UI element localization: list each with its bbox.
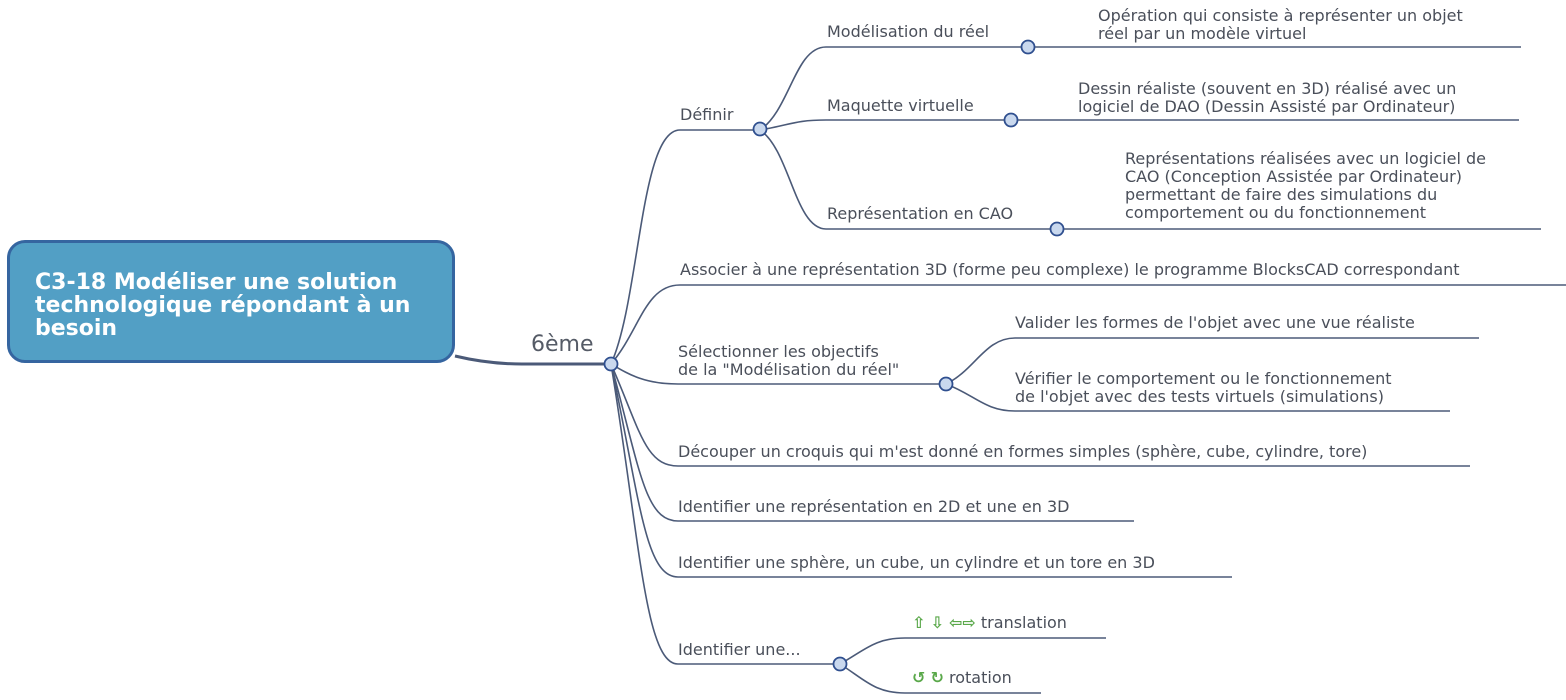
modelisation-node [1020, 39, 1036, 55]
translation-label: translation [980, 613, 1067, 632]
rotate-cw-icon: ↻ [930, 668, 944, 687]
selectionner-node [938, 376, 954, 392]
link-modelisation [759, 46, 1028, 131]
cao-description: Représentations réalisées avec un logici… [1125, 149, 1486, 222]
link-valider [945, 337, 1479, 385]
link-definir [610, 129, 760, 365]
topic-identifier-une[interactable]: Identifier une... [678, 640, 801, 659]
link-identifiersphere [610, 363, 1232, 578]
link-verifier [945, 383, 1450, 412]
topic-modelisation[interactable]: Modélisation du réel [827, 22, 990, 41]
arrow-down-icon: ⇩ [930, 613, 944, 632]
maquette-description: Dessin réaliste (souvent en 3D) réalisé … [1078, 79, 1457, 116]
cao-node [1049, 221, 1065, 237]
definir-node [752, 121, 768, 137]
hub-node [603, 356, 619, 372]
topic-maquette[interactable]: Maquette virtuelle [827, 96, 974, 115]
link-decouper [610, 363, 1470, 467]
arrow-up-icon: ⇧ [912, 613, 926, 632]
link-identifierune [610, 363, 840, 665]
rotate-ccw-icon: ↺ [912, 668, 926, 687]
rotation-label: rotation [949, 668, 1012, 687]
main-topic-label[interactable]: 6ème [531, 332, 594, 357]
topic-definir[interactable]: Définir [680, 105, 734, 124]
link-maquette [759, 119, 1011, 131]
link-identifier2d [610, 363, 1134, 522]
root-link [454, 354, 611, 366]
topic-identifier-formes[interactable]: Identifier une sphère, un cube, un cylin… [678, 553, 1155, 572]
root-title-line: C3-18 Modéliser une solution [35, 270, 398, 295]
link-rotation [839, 663, 1041, 694]
link-associer [610, 284, 1566, 365]
root-title-line: besoin [35, 316, 118, 341]
topic-verifier[interactable]: Vérifier le comportement ou le fonctionn… [1015, 369, 1392, 406]
topic-cao[interactable]: Représentation en CAO [827, 204, 1014, 223]
maquette-node [1003, 112, 1019, 128]
identifierune-node [832, 656, 848, 672]
topic-rotation[interactable]: ↺ ↻ rotation [912, 669, 1012, 687]
topic-identifier-2d-3d[interactable]: Identifier une représentation en 2D et u… [678, 497, 1070, 516]
topic-selectionner[interactable]: Sélectionner les objectifs de la "Modéli… [678, 342, 900, 379]
topic-translation[interactable]: ⇧ ⇩ ⇦⇨ translation [912, 614, 1067, 632]
root-topic[interactable]: C3-18 Modéliser une solution technologiq… [7, 240, 455, 363]
arrow-right-icon: ⇨ [962, 613, 976, 632]
link-translation [839, 637, 1106, 665]
modelisation-description: Opération qui consiste à représenter un … [1098, 6, 1463, 43]
arrow-left-icon: ⇦ [949, 613, 963, 632]
topic-decouper[interactable]: Découper un croquis qui m'est donné en f… [678, 442, 1368, 461]
topic-associer[interactable]: Associer à une représentation 3D (forme … [680, 260, 1460, 279]
topic-valider[interactable]: Valider les formes de l'objet avec une v… [1015, 313, 1415, 332]
root-title-line: technologique répondant à un [35, 293, 411, 318]
link-cao [759, 129, 1057, 230]
